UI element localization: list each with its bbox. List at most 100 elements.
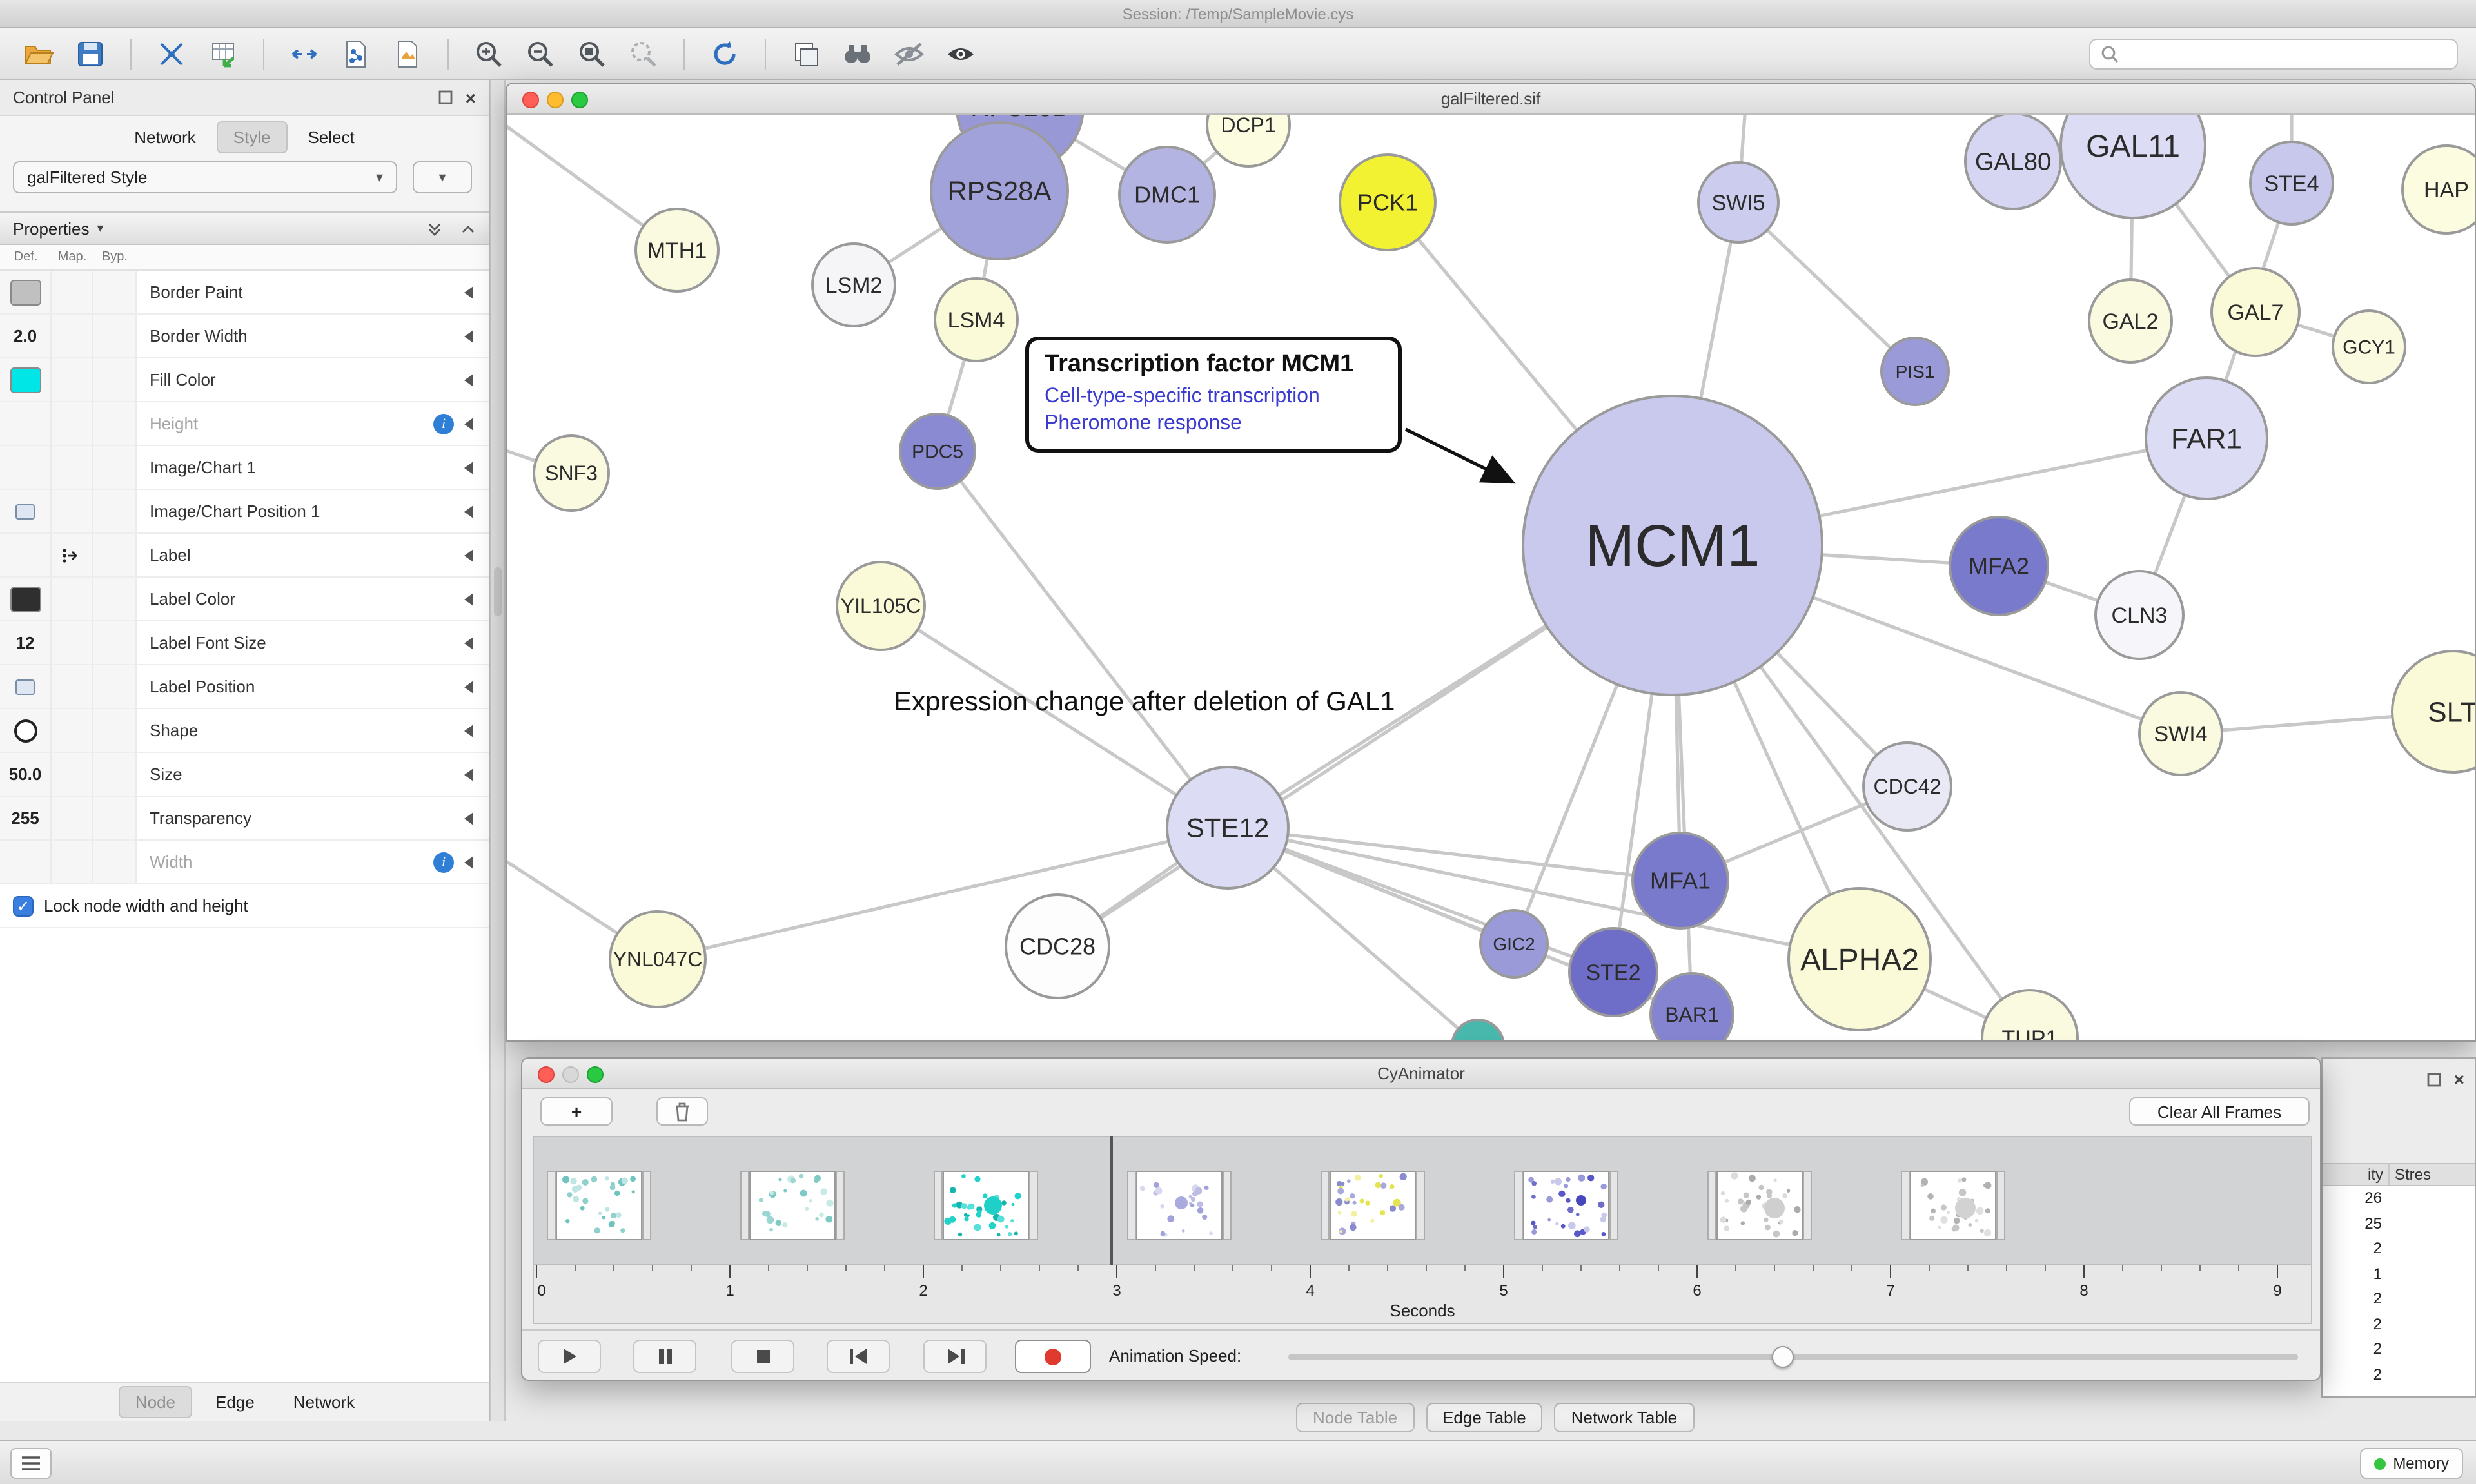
network-node-cdc42[interactable]	[1862, 741, 1952, 832]
clear-all-frames-button[interactable]: Clear All Frames	[2129, 1097, 2310, 1126]
network-node-pis1[interactable]	[1880, 337, 1950, 406]
annotation-box[interactable]: Transcription factor MCM1 Cell-type-spec…	[1025, 337, 1402, 453]
network-canvas[interactable]: RPS28BRPS28ADMC1DCP1PCK1SWI5GAL80GAL11ST…	[507, 115, 2475, 1040]
frame-handle-left[interactable]	[1321, 1171, 1330, 1240]
style-property-row[interactable]: Label Color	[0, 578, 489, 621]
color-swatch[interactable]	[10, 586, 41, 612]
network-edge[interactable]	[1227, 826, 1681, 883]
binoculars-icon[interactable]	[837, 34, 878, 73]
style-property-row[interactable]: Label Position	[0, 665, 489, 709]
import-table-icon[interactable]	[202, 34, 244, 73]
frame-thumbnail[interactable]	[934, 1171, 1038, 1240]
hide-selected-icon[interactable]	[889, 34, 930, 73]
frame-handle-left[interactable]	[1127, 1171, 1136, 1240]
frame-thumbnail[interactable]	[1321, 1171, 1425, 1240]
color-swatch[interactable]	[10, 279, 41, 305]
close-panel-icon[interactable]: ×	[465, 87, 476, 108]
new-network-file-icon[interactable]	[335, 34, 377, 73]
expand-row-icon[interactable]	[464, 812, 473, 825]
network-node-gal2[interactable]	[2088, 278, 2173, 364]
float-panel-icon[interactable]	[2427, 1072, 2441, 1086]
style-property-row[interactable]: Shape	[0, 709, 489, 753]
zoom-fit-icon[interactable]	[571, 34, 613, 73]
frame-handle-right[interactable]	[1416, 1171, 1425, 1240]
frame-handle-right[interactable]	[836, 1171, 845, 1240]
cyanimator-titlebar[interactable]: CyAnimator	[522, 1059, 2320, 1089]
network-node-pck1[interactable]	[1339, 153, 1437, 251]
network-node-swi5[interactable]	[1697, 161, 1780, 244]
frame-handle-left[interactable]	[740, 1171, 749, 1240]
expand-row-icon[interactable]	[464, 768, 473, 781]
frame-thumbnail[interactable]	[547, 1171, 651, 1240]
collapse-all-icon[interactable]	[460, 220, 476, 236]
tab-network[interactable]: Network	[134, 127, 196, 146]
network-edge[interactable]	[936, 450, 1230, 829]
network-node-cln3[interactable]	[2094, 570, 2185, 660]
info-icon[interactable]: i	[433, 852, 454, 872]
close-panel-icon[interactable]: ×	[2453, 1069, 2464, 1089]
network-node-lsm4[interactable]	[934, 277, 1019, 362]
timeline-playhead[interactable]	[1110, 1136, 1112, 1265]
table-row[interactable]: 2	[2373, 1340, 2382, 1358]
network-node-gic2[interactable]	[1479, 909, 1549, 979]
frame-handle-right[interactable]	[1803, 1171, 1812, 1240]
zoom-in-icon[interactable]	[468, 34, 509, 73]
table-row[interactable]: 1	[2373, 1264, 2382, 1282]
expand-row-icon[interactable]	[464, 680, 473, 693]
frame-handle-right[interactable]	[1996, 1171, 2005, 1240]
speed-slider-knob[interactable]	[1771, 1346, 1794, 1368]
skip-to-end-button[interactable]	[923, 1340, 987, 1373]
tab-edge-table[interactable]: Edge Table	[1426, 1403, 1543, 1432]
delete-frame-button[interactable]	[656, 1097, 708, 1126]
expand-row-icon[interactable]	[464, 855, 473, 868]
network-node-gal11[interactable]	[2059, 115, 2206, 219]
export-image-icon[interactable]	[387, 34, 428, 73]
network-node-mth1[interactable]	[634, 208, 720, 293]
export-network-icon[interactable]	[284, 34, 325, 73]
style-options-button[interactable]: ▾	[413, 161, 472, 193]
animation-speed-slider[interactable]	[1288, 1346, 2298, 1368]
frame-handle-right[interactable]	[1609, 1171, 1618, 1240]
table-row[interactable]: 2	[2373, 1314, 2382, 1333]
refresh-view-icon[interactable]	[704, 34, 745, 73]
network-node-slt[interactable]	[2391, 650, 2475, 774]
network-edge[interactable]	[507, 115, 678, 252]
network-node-ste12[interactable]	[1166, 766, 1290, 890]
style-property-row[interactable]: Image/Chart 1	[0, 446, 489, 490]
frame-thumbnail[interactable]	[1901, 1171, 2005, 1240]
network-edge[interactable]	[657, 826, 1228, 961]
network-node-tup1[interactable]	[1981, 989, 2079, 1040]
network-node-dcp1[interactable]	[1206, 115, 1291, 168]
expand-row-icon[interactable]	[464, 592, 473, 605]
style-property-row[interactable]: Image/Chart Position 1	[0, 490, 489, 534]
frame-handle-left[interactable]	[1707, 1171, 1716, 1240]
tab-select[interactable]: Select	[308, 127, 355, 146]
expand-row-icon[interactable]	[464, 549, 473, 561]
tab-edge[interactable]: Edge	[215, 1392, 255, 1412]
expand-row-icon[interactable]	[464, 286, 473, 298]
network-node-gcy1[interactable]	[2332, 309, 2406, 384]
table-row[interactable]: 25	[2364, 1214, 2382, 1232]
style-property-row[interactable]: Label	[0, 534, 489, 578]
table-header-row[interactable]: ity Stres	[2323, 1163, 2475, 1186]
network-node-bar1[interactable]	[1649, 972, 1734, 1040]
network-node-dmc1[interactable]	[1118, 146, 1216, 244]
frame-handle-left[interactable]	[1514, 1171, 1523, 1240]
expand-row-icon[interactable]	[464, 505, 473, 518]
frame-thumbnail[interactable]	[740, 1171, 845, 1240]
play-button[interactable]	[538, 1340, 601, 1373]
skip-to-start-button[interactable]	[827, 1340, 890, 1373]
panel-splitter[interactable]	[490, 80, 506, 1421]
style-property-row[interactable]: Border Paint	[0, 271, 489, 315]
frame-thumbnail[interactable]	[1514, 1171, 1618, 1240]
lock-size-checkbox[interactable]: ✓	[13, 895, 34, 916]
frame-thumbnail[interactable]	[1707, 1171, 1812, 1240]
record-button[interactable]	[1015, 1340, 1091, 1373]
memory-button[interactable]: Memory	[2359, 1448, 2463, 1479]
properties-header[interactable]: Properties ▾	[0, 211, 489, 245]
network-node-cdc28[interactable]	[1005, 893, 1110, 999]
position-icon[interactable]	[15, 679, 35, 694]
